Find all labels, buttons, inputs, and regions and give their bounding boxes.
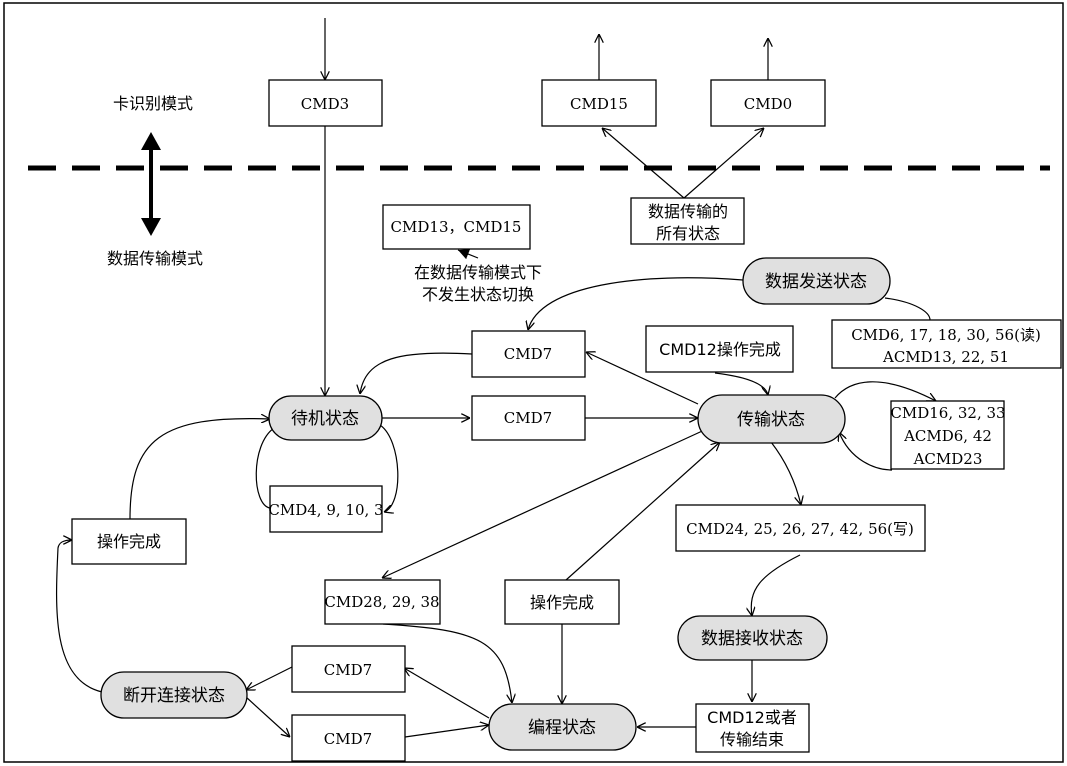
diagram-frame — [3, 2, 1064, 763]
no-switch-note: 在数据传输模式下 不发生状态切换 — [414, 263, 542, 304]
svg-text:ACMD6, 42: ACMD6, 42 — [903, 427, 992, 445]
mode-double-arrow-icon — [141, 132, 161, 236]
svg-text:传输结束: 传输结束 — [720, 730, 784, 749]
cmd3-box: CMD3 — [268, 79, 383, 127]
read-cmds-box: CMD6, 17, 18, 30, 56(读) ACMD13, 22, 51 — [831, 319, 1062, 369]
cmd7-disconnect-b-box: CMD7 — [291, 714, 406, 762]
svg-text:CMD7: CMD7 — [324, 661, 372, 679]
state-receiving: 数据接收状态 — [677, 615, 828, 661]
svg-text:CMD15: CMD15 — [570, 95, 628, 113]
svg-text:传输状态: 传输状态 — [737, 410, 805, 430]
svg-text:数据接收状态: 数据接收状态 — [701, 629, 803, 649]
svg-text:CMD24, 25, 26, 27, 42, 56(写): CMD24, 25, 26, 27, 42, 56(写) — [686, 520, 914, 538]
svg-text:待机状态: 待机状态 — [291, 409, 359, 429]
state-transfer: 传输状态 — [697, 394, 846, 444]
svg-text:数据传输的: 数据传输的 — [648, 202, 728, 221]
svg-text:CMD3: CMD3 — [301, 95, 349, 113]
svg-text:操作完成: 操作完成 — [97, 532, 161, 551]
state-sending: 数据发送状态 — [742, 257, 891, 305]
cmd28-29-38-box: CMD28, 29, 38 — [324, 579, 441, 625]
all-states-box: 数据传输的 所有状态 — [630, 197, 745, 245]
cmd0-box: CMD0 — [710, 79, 826, 127]
svg-text:CMD13，CMD15: CMD13，CMD15 — [391, 218, 522, 236]
write-cmds-box: CMD24, 25, 26, 27, 42, 56(写) — [675, 504, 926, 552]
mode-label-card-identification: 卡识别模式 — [113, 94, 193, 113]
mode-label-data-transfer: 数据传输模式 — [107, 249, 203, 268]
svg-text:不发生状态切换: 不发生状态切换 — [422, 285, 534, 304]
cmd7-disconnect-a-box: CMD7 — [291, 645, 406, 693]
cmd12-done-box: CMD12操作完成 — [645, 325, 794, 373]
svg-text:CMD6, 17, 18, 30, 56(读): CMD6, 17, 18, 30, 56(读) — [851, 326, 1041, 344]
svg-text:CMD7: CMD7 — [504, 409, 552, 427]
svg-text:CMD12或者: CMD12或者 — [707, 708, 797, 727]
svg-text:CMD0: CMD0 — [744, 95, 792, 113]
cmd7-mid-box: CMD7 — [471, 395, 586, 441]
svg-text:编程状态: 编程状态 — [528, 718, 596, 738]
svg-text:ACMD23: ACMD23 — [913, 450, 983, 468]
state-programming: 编程状态 — [488, 703, 637, 751]
cmd15-box: CMD15 — [541, 79, 657, 127]
svg-text:操作完成: 操作完成 — [530, 593, 594, 612]
cmd13-cmd15-box: CMD13，CMD15 — [382, 204, 531, 250]
cmd4-9-10-3-box: CMD4, 9, 10, 3 — [268, 485, 384, 533]
connectors — [55, 18, 936, 737]
svg-text:CMD28, 29, 38: CMD28, 29, 38 — [324, 593, 439, 611]
state-standby: 待机状态 — [268, 395, 383, 441]
svg-text:ACMD13, 22, 51: ACMD13, 22, 51 — [882, 348, 1009, 366]
cmd7-top-box: CMD7 — [471, 330, 586, 378]
svg-text:数据发送状态: 数据发送状态 — [765, 272, 867, 292]
svg-text:CMD12操作完成: CMD12操作完成 — [659, 340, 781, 359]
svg-text:CMD7: CMD7 — [504, 345, 552, 363]
op-done-left-box: 操作完成 — [71, 518, 187, 565]
svg-text:在数据传输模式下: 在数据传输模式下 — [414, 263, 542, 282]
svg-text:CMD4, 9, 10, 3: CMD4, 9, 10, 3 — [268, 501, 383, 519]
op-done-mid-box: 操作完成 — [504, 579, 620, 625]
cmd12-end-box: CMD12或者 传输结束 — [695, 703, 810, 753]
transfer-self-cmds-box: CMD16, 32, 33 ACMD6, 42 ACMD23 — [890, 400, 1006, 470]
svg-text:断开连接状态: 断开连接状态 — [123, 686, 225, 706]
svg-text:CMD7: CMD7 — [324, 730, 372, 748]
svg-text:所有状态: 所有状态 — [656, 224, 720, 243]
svg-text:CMD16, 32, 33: CMD16, 32, 33 — [890, 404, 1005, 422]
state-disconnect: 断开连接状态 — [100, 671, 248, 719]
